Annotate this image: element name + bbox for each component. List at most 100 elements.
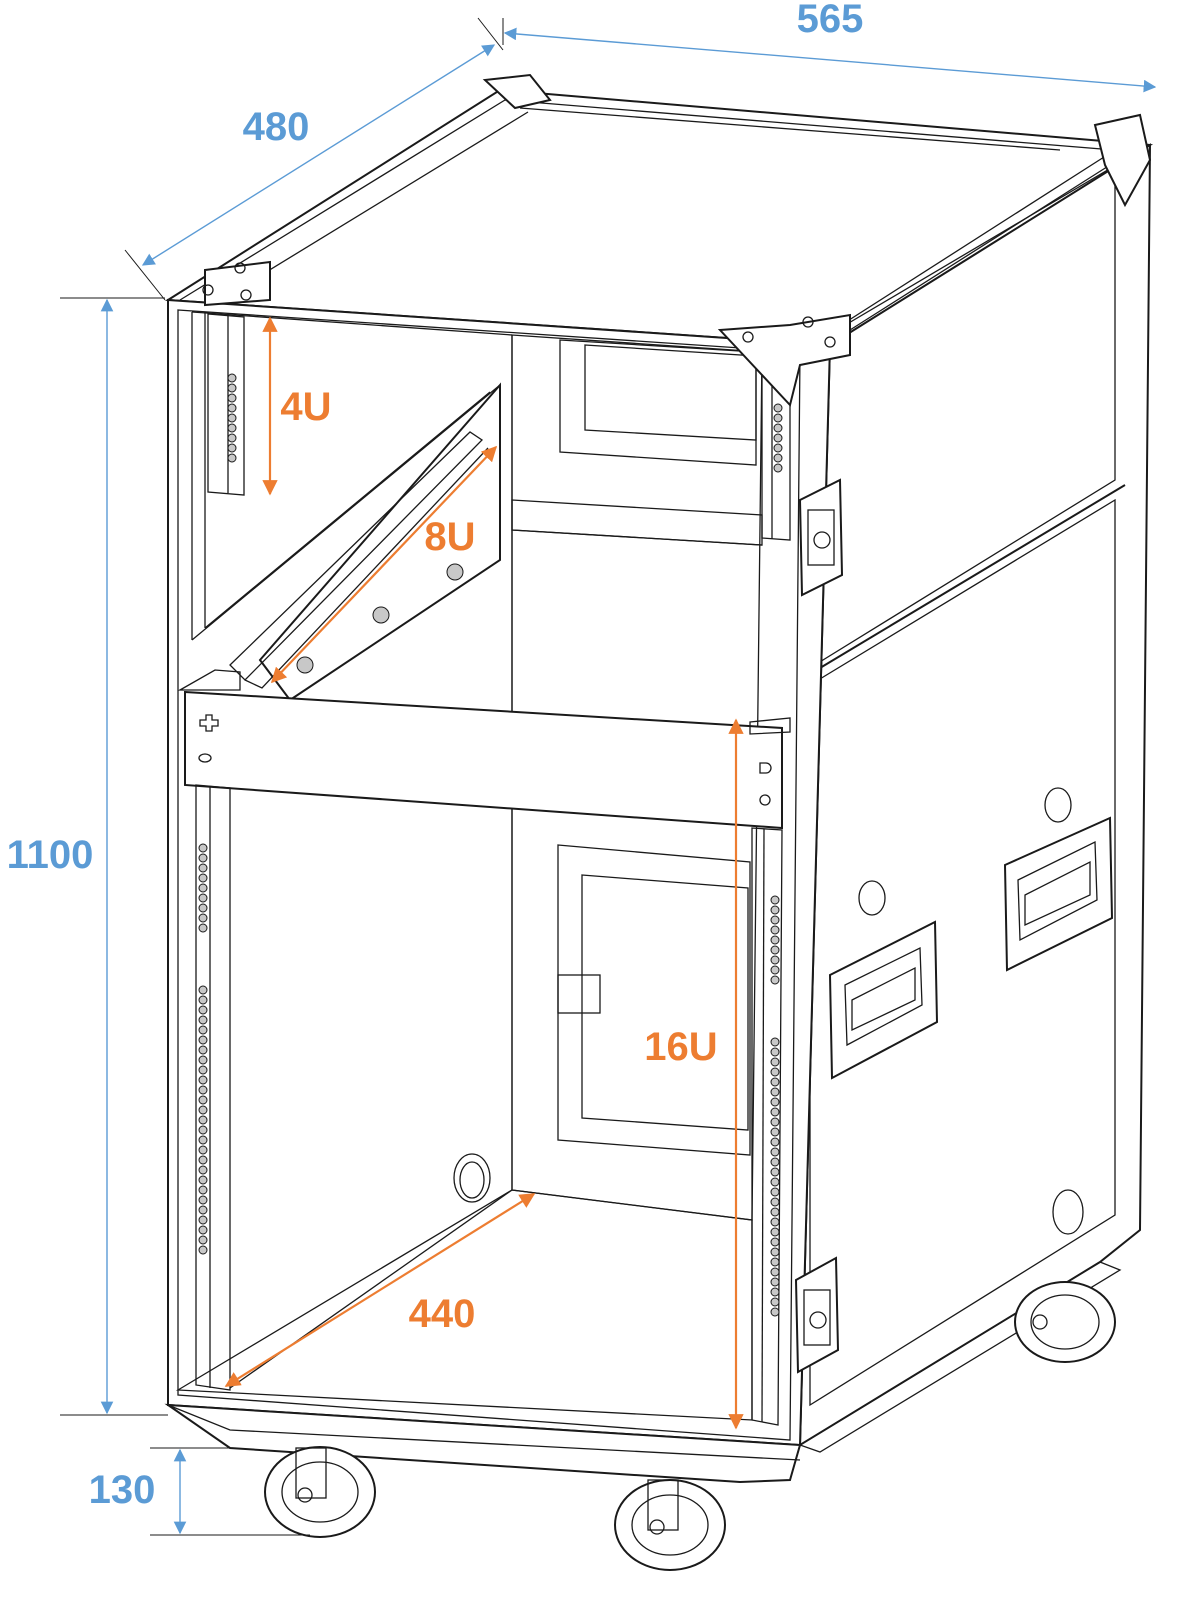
rack-hole xyxy=(198,883,208,893)
rack-hole xyxy=(198,1175,208,1185)
rack-hole xyxy=(198,923,208,933)
case-body xyxy=(164,73,1154,1571)
latch-upper xyxy=(798,478,844,597)
rack-hole xyxy=(770,1287,780,1297)
rack-hole xyxy=(198,1055,208,1065)
rack-hole xyxy=(198,903,208,913)
rack-hole xyxy=(770,1157,780,1167)
rack-hole xyxy=(198,1115,208,1125)
rack-hole xyxy=(770,1127,780,1137)
corner-fittings xyxy=(202,73,1152,408)
label-480: 480 xyxy=(243,105,310,149)
rack-hole xyxy=(198,1005,208,1015)
rack-hole xyxy=(773,463,783,473)
rack-hole xyxy=(198,853,208,863)
rack-hole xyxy=(770,1167,780,1177)
rack-hole-rows xyxy=(198,373,783,1317)
rack-cross-bar xyxy=(184,690,783,830)
rack-hole xyxy=(770,1097,780,1107)
wheel-front-left xyxy=(264,1446,376,1538)
rack-hole xyxy=(770,975,780,985)
label-8u: 8U xyxy=(424,515,475,559)
rack-hole xyxy=(770,1067,780,1077)
rack-hole xyxy=(770,1217,780,1227)
dimension-line-440 xyxy=(224,1193,536,1387)
rack-hole xyxy=(773,443,783,453)
rack-hole xyxy=(770,1227,780,1237)
handle-left xyxy=(828,920,939,1080)
rack-hole xyxy=(773,433,783,443)
rack-hole xyxy=(770,1187,780,1197)
rack-hole xyxy=(198,863,208,873)
rack-hole xyxy=(770,1307,780,1317)
rack-hole xyxy=(198,1095,208,1105)
rack-hole xyxy=(198,1105,208,1115)
dimension-line-565 xyxy=(503,27,1157,93)
rack-hole xyxy=(770,1057,780,1067)
rack-hole xyxy=(198,1185,208,1195)
rack-hole xyxy=(198,1035,208,1045)
rack-hole xyxy=(770,1087,780,1097)
rack-hole xyxy=(770,945,780,955)
rack-hole xyxy=(198,1065,208,1075)
rack-hole xyxy=(770,1237,780,1247)
rack-hole xyxy=(198,1155,208,1165)
rack-hole xyxy=(770,965,780,975)
rack-hole xyxy=(198,1225,208,1235)
rack-hole xyxy=(198,1165,208,1175)
latch-lower xyxy=(794,1256,840,1374)
rack-hole xyxy=(770,1047,780,1057)
rack-hole xyxy=(770,1117,780,1127)
rack-hole xyxy=(227,403,237,413)
wheel-front-right xyxy=(614,1479,726,1571)
rack-hole xyxy=(773,453,783,463)
handle-right xyxy=(1003,816,1114,972)
rack-hole xyxy=(198,1205,208,1215)
rack-hole xyxy=(770,1247,780,1257)
rack-hole xyxy=(770,1107,780,1117)
rack-hole xyxy=(227,453,237,463)
rack-hole xyxy=(770,895,780,905)
rack-hole xyxy=(198,995,208,1005)
rack-hole xyxy=(770,955,780,965)
rack-hole xyxy=(198,1075,208,1085)
rack-hole xyxy=(198,1135,208,1145)
rack-hole xyxy=(770,905,780,915)
rack-hole xyxy=(770,915,780,925)
rack-hole xyxy=(773,423,783,433)
rack-dimensions: 4U 8U 16U 440 xyxy=(224,316,744,1430)
rack-hole xyxy=(198,1195,208,1205)
rack-hole xyxy=(770,935,780,945)
dimension-line-8u xyxy=(270,445,498,684)
rack-hole xyxy=(198,1245,208,1255)
rack-hole xyxy=(198,1215,208,1225)
rack-hole xyxy=(773,413,783,423)
rack-hole xyxy=(198,1045,208,1055)
label-130: 130 xyxy=(89,1468,156,1512)
dimension-line-480 xyxy=(141,44,496,266)
rack-hole xyxy=(770,1197,780,1207)
rack-hole xyxy=(198,1015,208,1025)
rack-hole xyxy=(198,1125,208,1135)
rack-hole xyxy=(770,1077,780,1087)
label-440: 440 xyxy=(409,1292,476,1336)
rack-hole xyxy=(198,1025,208,1035)
rack-hole xyxy=(227,413,237,423)
rack-hole xyxy=(198,913,208,923)
rack-hole xyxy=(198,893,208,903)
rack-hole xyxy=(227,383,237,393)
rack-hole xyxy=(198,985,208,995)
rack-hole xyxy=(198,873,208,883)
rack-hole xyxy=(770,1257,780,1267)
rack-hole xyxy=(773,403,783,413)
rack-hole xyxy=(198,843,208,853)
label-4u: 4U xyxy=(280,385,331,429)
rack-hole xyxy=(198,1235,208,1245)
rack-hole xyxy=(770,1277,780,1287)
rack-hole xyxy=(227,423,237,433)
rack-hole xyxy=(770,1177,780,1187)
rack-hole xyxy=(227,373,237,383)
rack-hole xyxy=(227,393,237,403)
rack-hole xyxy=(770,1297,780,1307)
